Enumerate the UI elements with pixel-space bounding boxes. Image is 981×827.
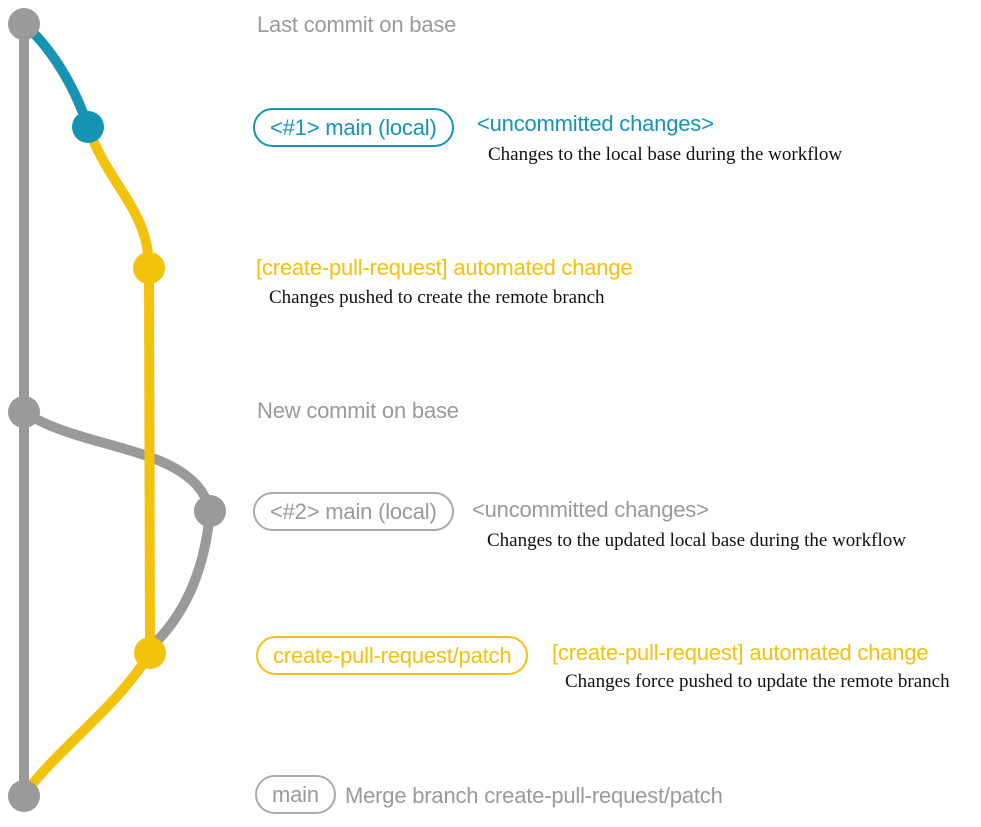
branch-label-main: main [255, 775, 336, 814]
commit-dot-local-2 [194, 495, 226, 527]
commit-dot-local-1 [72, 111, 104, 143]
commit-dot-last-base [8, 8, 40, 40]
branch-label-create-pull-request-patch: create-pull-request/patch [256, 636, 529, 675]
patch-branch-line [144, 263, 155, 658]
description-local-changes-2: Changes to the updated local base during… [487, 530, 906, 551]
description-automated-1: Changes pushed to create the remote bran… [269, 287, 605, 308]
commit-dot-merge [8, 780, 40, 812]
commit-message-automated-2: [create-pull-request] automated change [552, 640, 929, 665]
annotation-uncommitted-changes-1: <uncommitted changes> [477, 111, 714, 136]
heading-new-commit-on-base: New commit on base [257, 398, 459, 423]
patch-branch-curve-top [83, 122, 154, 273]
commit-dot-automated-2 [134, 637, 166, 669]
commit-dot-new-base [8, 396, 40, 428]
description-automated-2: Changes force pushed to update the remot… [565, 671, 950, 692]
patch-merge-curve [21, 648, 155, 797]
local-changes-curve [19, 19, 93, 132]
heading-last-commit-on-base: Last commit on base [257, 12, 457, 37]
commit-message-automated-1: [create-pull-request] automated change [256, 255, 633, 280]
git-graph [8, 8, 226, 812]
rebase-curve-to-patch [147, 506, 215, 651]
branch-label-main-local-2: <#2> main (local) [253, 492, 454, 531]
commit-dot-automated-1 [133, 252, 165, 284]
rebase-curve-to-local-2 [19, 407, 215, 516]
annotation-uncommitted-changes-2: <uncommitted changes> [472, 497, 709, 522]
branch-label-main-local-1: <#1> main (local) [253, 108, 454, 147]
description-local-changes-1: Changes to the local base during the wor… [488, 144, 843, 165]
commit-message-merge: Merge branch create-pull-request/patch [345, 783, 723, 808]
